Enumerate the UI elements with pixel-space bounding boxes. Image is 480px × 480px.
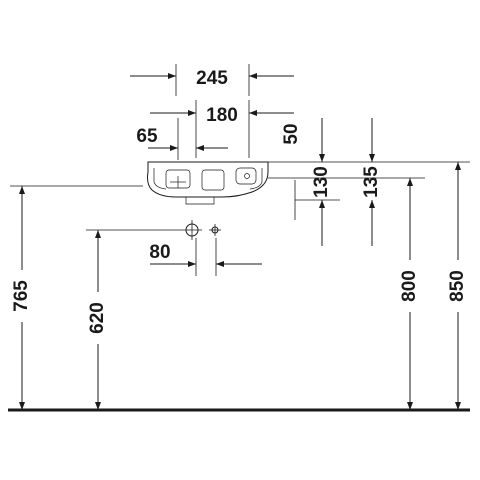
dim-width-overall: 245 (130, 64, 294, 96)
dim-label-800: 800 (399, 270, 420, 302)
dim-height-850: 850 (446, 162, 470, 410)
dim-label-50: 50 (281, 123, 302, 144)
dim-label-65: 65 (136, 126, 158, 147)
dim-width-inner: 180 (150, 100, 294, 158)
dim-height-765: 765 (10, 186, 34, 410)
dim-basin-depth-a: 130 (294, 118, 332, 246)
basin-front-view (147, 161, 269, 205)
dim-tap-offset: 65 (136, 118, 228, 160)
dim-height-620: 620 (86, 229, 182, 410)
dim-drain-spacing: 80 (149, 238, 262, 276)
dim-label-765: 765 (11, 280, 32, 312)
dim-label-80: 80 (149, 242, 170, 263)
dim-label-620: 620 (87, 302, 108, 334)
dim-label-180: 180 (206, 105, 238, 126)
dim-label-130: 130 (311, 166, 332, 198)
dim-rim-to-top: 50 (281, 123, 302, 144)
dim-basin-depth-b: 135 (361, 118, 382, 246)
drain-symbol (182, 220, 202, 240)
dim-label-850: 850 (447, 270, 468, 302)
dim-label-245: 245 (196, 68, 228, 89)
dim-label-135: 135 (361, 166, 382, 198)
dim-height-800: 800 (398, 178, 422, 410)
connection-symbol (209, 224, 221, 236)
